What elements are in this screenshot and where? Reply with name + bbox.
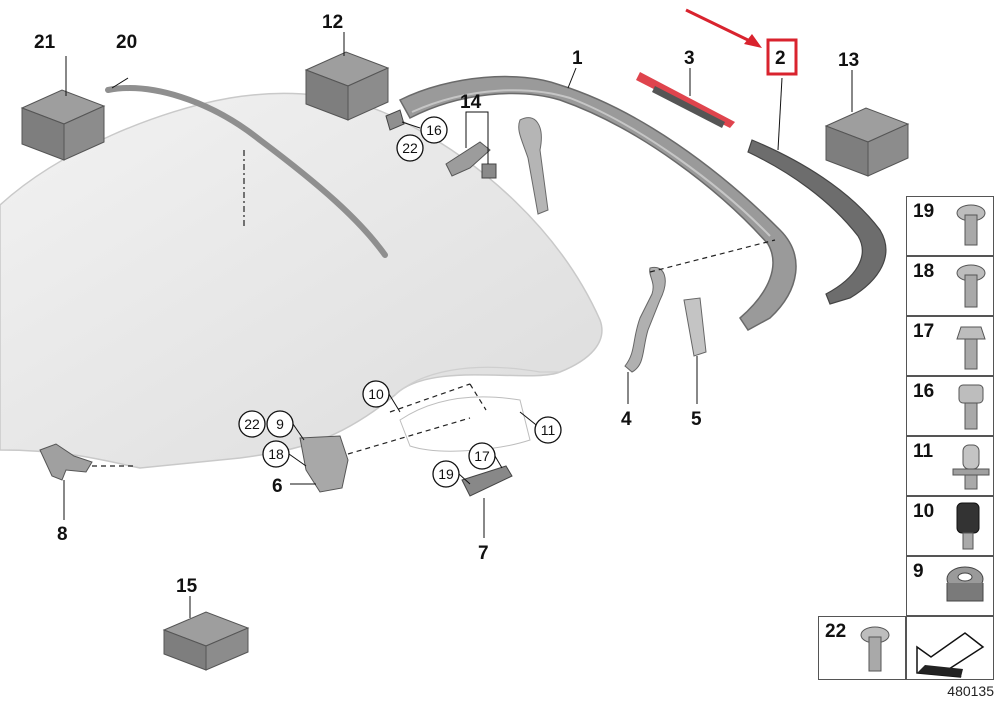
callout-6: 6 <box>272 476 283 497</box>
hinge-arm <box>624 266 666 373</box>
orientation-arrow-panel <box>906 616 994 680</box>
latch-lock <box>445 141 491 177</box>
callout-circle-11: 11 <box>534 416 562 444</box>
callout-circle-17: 17 <box>468 442 496 470</box>
fastener-panel-19: 19 <box>906 196 994 256</box>
torx-bolt-icon <box>956 264 986 308</box>
callout-circle-22-top: 22 <box>396 134 424 162</box>
svg-text:17: 17 <box>474 448 490 464</box>
part-box-21 <box>20 56 106 161</box>
callout-2: 2 <box>775 48 786 69</box>
svg-text:19: 19 <box>438 466 454 482</box>
fastener-label: 16 <box>913 381 935 402</box>
callout-circle-9: 9 <box>266 410 294 438</box>
fastener-label: 9 <box>913 561 924 582</box>
part-box-12 <box>304 32 390 121</box>
callout-15: 15 <box>176 576 198 597</box>
callout-14: 14 <box>460 92 482 113</box>
soft-top-cover <box>0 92 603 469</box>
fastener-label: 10 <box>913 501 935 522</box>
callout-circle-19: 19 <box>432 460 460 488</box>
clip-nut-icon <box>946 566 984 602</box>
part-box-15 <box>162 596 250 671</box>
fastener-label: 19 <box>913 201 935 222</box>
callout-4: 4 <box>621 409 632 430</box>
callout-20: 20 <box>116 32 137 53</box>
rubber-buffer-icon <box>956 502 980 550</box>
roof-seal-strip <box>105 85 388 258</box>
callout-1: 1 <box>572 48 583 69</box>
svg-text:16: 16 <box>426 122 442 138</box>
fastener-label: 17 <box>913 321 935 342</box>
catalog-number: 480135 <box>947 683 994 699</box>
svg-text:18: 18 <box>268 446 284 462</box>
torx-screw-icon <box>860 626 890 672</box>
callout-circle-16: 16 <box>420 116 448 144</box>
svg-text:11: 11 <box>541 422 556 438</box>
rear-seal-strip <box>747 139 887 305</box>
socket-screw-icon <box>958 384 984 430</box>
fastener-panel-17: 17 <box>906 316 994 376</box>
callout-13: 13 <box>838 50 859 71</box>
svg-text:22: 22 <box>244 416 260 432</box>
latch-plate <box>461 465 513 497</box>
hex-bolt-icon <box>956 326 986 370</box>
callout-3: 3 <box>684 48 695 69</box>
mounting-bracket <box>683 297 707 357</box>
callout-7: 7 <box>478 543 489 564</box>
svg-text:9: 9 <box>276 416 284 432</box>
svg-text:22: 22 <box>402 140 418 156</box>
corner-bracket <box>39 443 93 481</box>
part-box-13 <box>824 70 910 177</box>
fastener-panel-22: 22 <box>818 616 906 680</box>
callout-circle-22-left: 22 <box>238 410 266 438</box>
callout-21: 21 <box>34 32 56 53</box>
highlight-arrow <box>685 8 753 44</box>
callout-8: 8 <box>57 524 68 545</box>
fastener-panel-10: 10 <box>906 496 994 556</box>
callout-circle-18: 18 <box>262 440 290 468</box>
callout-12: 12 <box>322 12 343 33</box>
fastener-panel-9: 9 <box>906 556 994 616</box>
fastener-panel-16: 16 <box>906 376 994 436</box>
callout-5: 5 <box>691 409 702 430</box>
fastener-panel-11: 11 <box>906 436 994 496</box>
svg-text:10: 10 <box>368 386 384 402</box>
stud-bolt-icon <box>952 444 990 490</box>
torx-bolt-icon <box>956 204 986 246</box>
callout-circle-10: 10 <box>362 380 390 408</box>
hinge-bracket <box>299 435 349 493</box>
fastener-label: 18 <box>913 261 935 282</box>
fastener-label: 11 <box>913 441 934 462</box>
red-seal-part <box>636 72 735 128</box>
fastener-panel-18: 18 <box>906 256 994 316</box>
orientation-arrow-icon <box>916 632 985 678</box>
highlight-box <box>766 38 798 76</box>
fastener-label: 22 <box>825 621 847 642</box>
